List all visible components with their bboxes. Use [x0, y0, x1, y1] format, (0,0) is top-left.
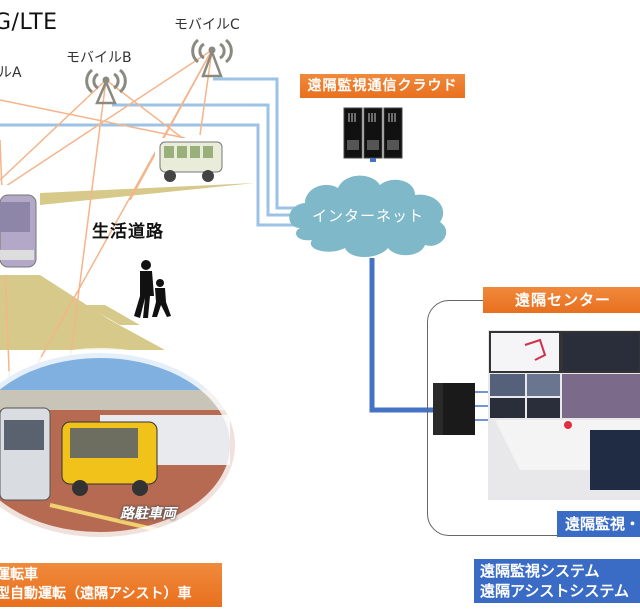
remote-monitoring-cloud-banner: 遠隔監視通信クラウド: [300, 74, 465, 98]
vehicle-banner-line2: 型自動運転（遠隔アシスト）車: [0, 586, 192, 602]
server-rack-icon: [343, 107, 403, 162]
mobile-b-label: モバイルB: [66, 50, 132, 66]
road-surface-upper: [40, 183, 255, 205]
remote-monitoring-banner: 遠隔監視・: [557, 511, 640, 537]
parked-vehicle-label: 路駐車両: [120, 506, 176, 522]
internet-label: インターネット: [312, 207, 425, 225]
autonomous-bus-image: [0, 185, 40, 275]
pedestrians-icon: [134, 260, 171, 318]
mobile-c-label: モバイルC: [174, 17, 240, 33]
internet-cloud-icon: [289, 175, 447, 257]
vehicle-type-banner: 運転車 型自動運転（遠隔アシスト）車: [0, 563, 222, 607]
wired-links: [0, 77, 300, 227]
mobile-a-label: ルA: [0, 65, 22, 81]
wireless-links: [0, 49, 213, 396]
network-type-title: G/LTE: [0, 10, 58, 35]
system-banner-line2: 遠隔アシストシステム: [480, 582, 629, 600]
system-banner-line1: 遠隔監視システム: [480, 562, 600, 580]
pc-tower-icon: [433, 383, 488, 435]
system-banner: 遠隔監視システム 遠隔アシストシステム: [474, 559, 640, 603]
remote-center-photo: [488, 330, 640, 500]
residential-road-label: 生活道路: [92, 222, 164, 242]
small-ev-vehicle-image: [155, 138, 227, 184]
cell-tower-b-icon: [85, 68, 127, 105]
vehicle-banner-line1: 運転車: [0, 567, 38, 583]
remote-center-banner: 遠隔センター: [483, 287, 640, 313]
photo-vignette: [0, 348, 240, 542]
center-uplink: [369, 258, 440, 413]
cell-tower-c-icon: [191, 38, 233, 78]
crosswalk: [5, 305, 140, 325]
remote-center-frame: [427, 300, 640, 536]
